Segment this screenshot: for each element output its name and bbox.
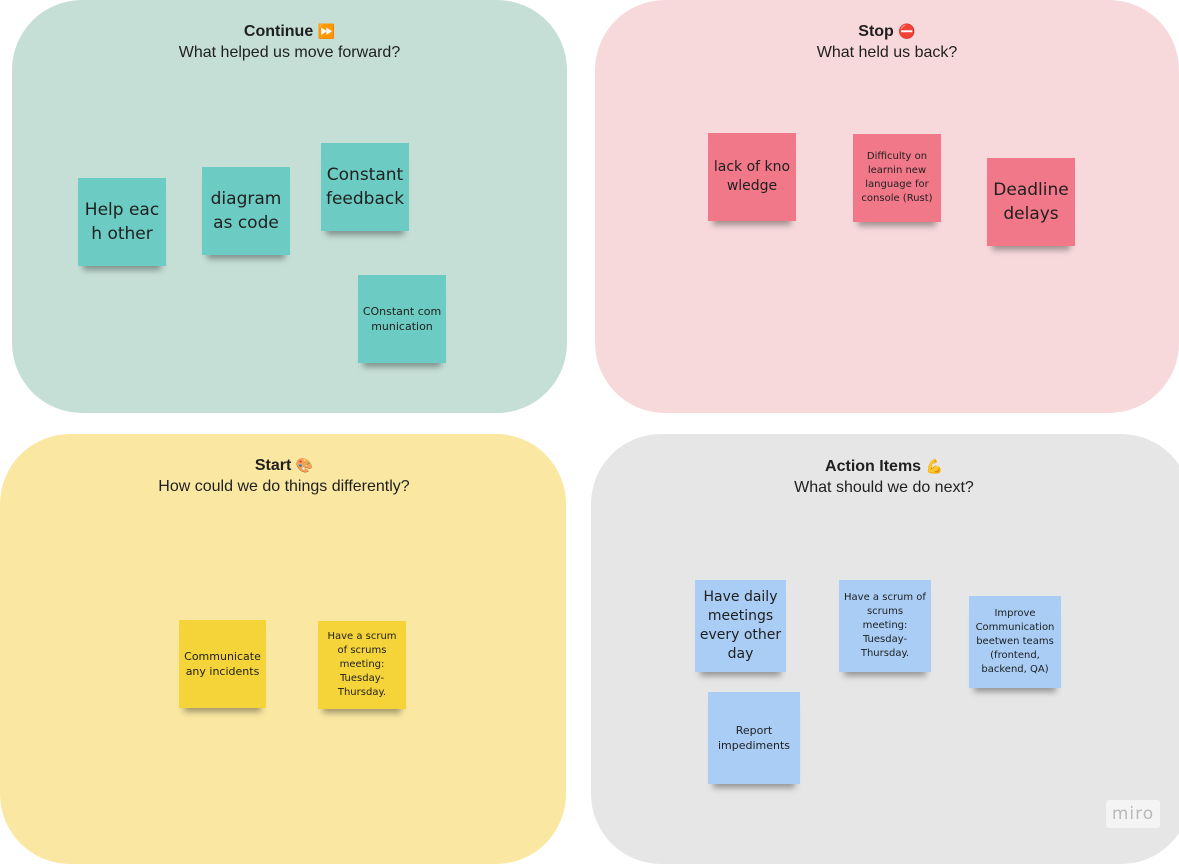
sticky-note[interactable]: Have a scrum of scrums meeting: Tuesday-…: [318, 621, 406, 709]
palette-icon: 🎨: [295, 457, 314, 473]
sticky-note[interactable]: Communicate any incidents: [179, 620, 266, 708]
sticky-note[interactable]: Help each other: [78, 178, 166, 266]
sticky-note[interactable]: Constant feedback: [321, 143, 409, 231]
action-items-title-line: Action Items 💪: [591, 456, 1177, 477]
sticky-note[interactable]: Have daily meetings every other day: [695, 580, 786, 672]
start-header: Start 🎨 How could we do things different…: [0, 455, 566, 498]
continue-title: Continue: [243, 23, 314, 40]
sticky-note[interactable]: diagram as code: [202, 167, 290, 255]
flexed-biceps-icon: 💪: [925, 458, 943, 474]
continue-subtitle: What helped us move forward?: [178, 44, 401, 61]
sticky-note[interactable]: Deadline delays: [987, 158, 1075, 246]
stop-title: Stop: [858, 23, 894, 40]
fast-forward-icon: ⏩: [317, 23, 336, 39]
action-items-subtitle: What should we do next?: [794, 479, 974, 496]
stop-header: Stop ⛔ What held us back?: [595, 21, 1179, 64]
sticky-note[interactable]: lack of knowledge: [708, 133, 796, 221]
start-title: Start: [254, 457, 292, 474]
action-items-header: Action Items 💪 What should we do next?: [591, 456, 1177, 499]
continue-header: Continue ⏩ What helped us move forward?: [12, 21, 567, 64]
stop-subtitle: What held us back?: [816, 44, 958, 61]
action-items-title: Action Items: [825, 458, 922, 475]
start-panel: Start 🎨 How could we do things different…: [0, 434, 566, 864]
sticky-note[interactable]: Have a scrum of scrums meeting: Tuesday-…: [839, 580, 931, 672]
sticky-note[interactable]: Improve Communication beetwen teams (fro…: [969, 596, 1061, 688]
stop-title-line: Stop ⛔: [595, 21, 1179, 42]
start-title-line: Start 🎨: [2, 455, 566, 476]
sticky-note[interactable]: Difficulty on learnin new language for c…: [853, 134, 941, 222]
no-entry-icon: ⛔: [898, 23, 916, 39]
continue-title-line: Continue ⏩: [12, 21, 567, 42]
sticky-note[interactable]: COnstant communication: [358, 275, 446, 363]
start-subtitle: How could we do things differently?: [158, 478, 410, 495]
sticky-note[interactable]: Report impediments: [708, 692, 800, 784]
miro-logo: miro: [1106, 800, 1160, 828]
